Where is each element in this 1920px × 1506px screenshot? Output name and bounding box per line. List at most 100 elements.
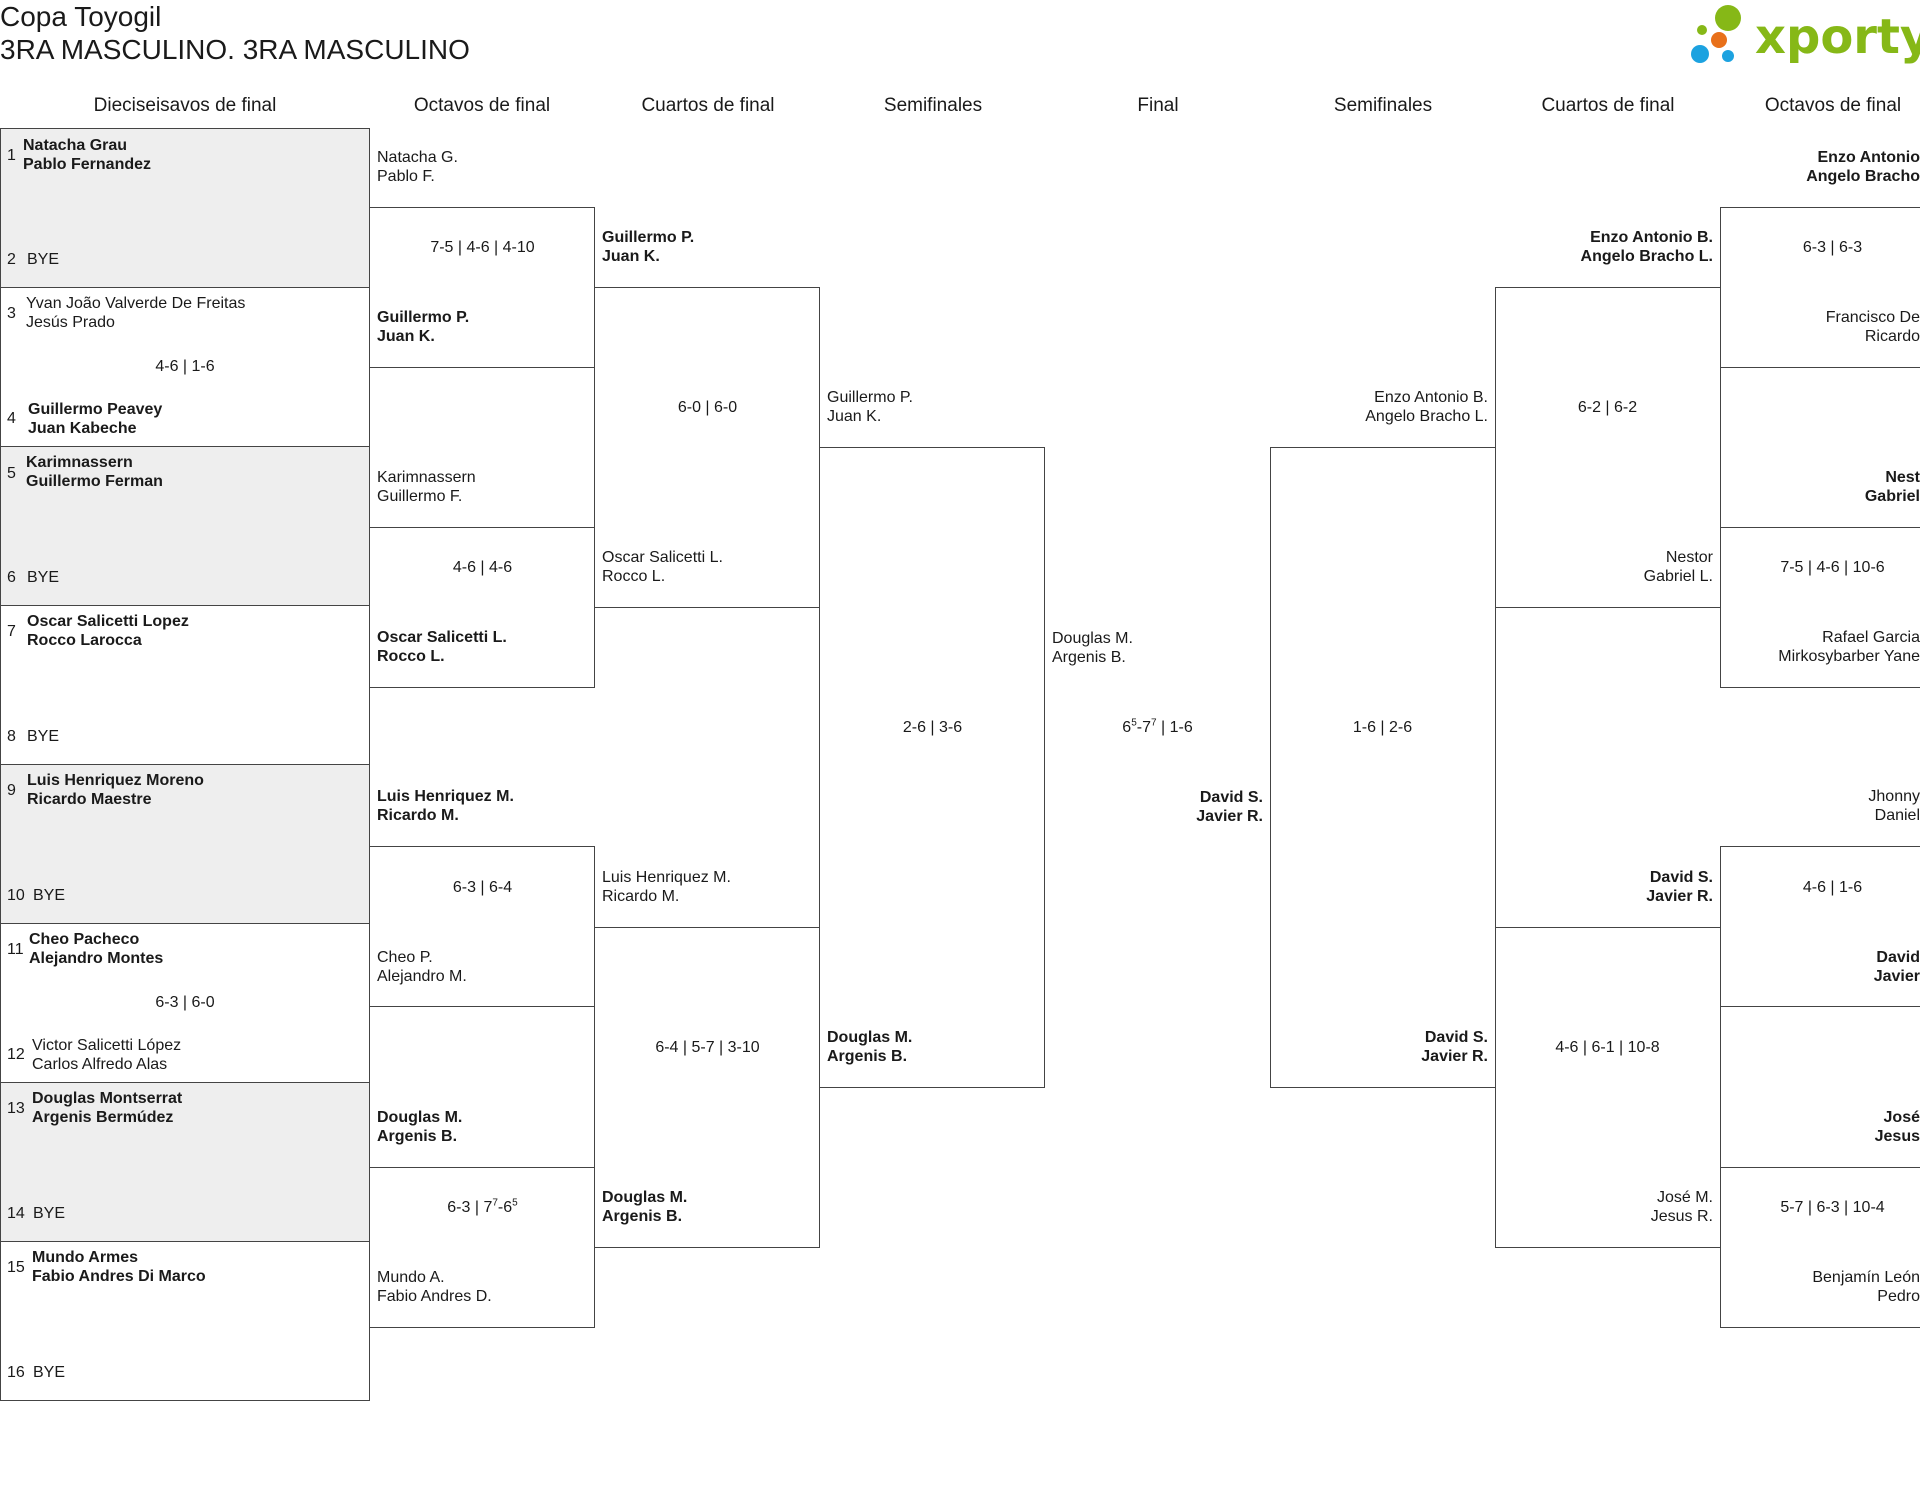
r16-player: José <box>1883 1109 1920 1126</box>
r16-player: Oscar Salicetti L. <box>377 629 507 646</box>
qf-player: Juan K. <box>602 248 660 265</box>
r16-player: Cheo P. <box>377 949 433 966</box>
r16-right-match-4 <box>1720 1167 1920 1328</box>
match-score: 7-5 | 4-6 | 4-10 <box>430 239 535 256</box>
qf-player: Angelo Bracho L. <box>1580 248 1713 265</box>
match-score: 6-4 | 5-7 | 3-10 <box>655 1039 760 1056</box>
r16-right-match-2 <box>1720 527 1920 688</box>
final-player: Javier R. <box>1196 808 1263 825</box>
r16-player: Juan K. <box>377 328 435 345</box>
match-score: 4-6 | 6-1 | 10-8 <box>1555 1039 1660 1056</box>
sf-player: Guillermo P. <box>827 389 913 406</box>
r16-player: Luis Henriquez M. <box>377 788 514 805</box>
r32-player: Oscar Salicetti Lopez <box>27 613 189 630</box>
qf-player: Jesus R. <box>1650 1208 1713 1225</box>
r32-player: Guillermo Peavey <box>28 401 163 418</box>
r16-right-match-3 <box>1720 846 1920 1007</box>
seed-number: 16 <box>7 1364 25 1381</box>
r32-player: BYE <box>27 251 60 268</box>
r16-right-match-1 <box>1720 207 1920 368</box>
r16-player: Pedro <box>1877 1288 1920 1305</box>
match-score: 6-3 | 6-3 <box>1802 239 1863 256</box>
r32-match-3 <box>0 446 370 606</box>
r32-player: Rocco Larocca <box>27 632 142 649</box>
r16-player: Nest <box>1885 469 1920 486</box>
sf-player: Argenis B. <box>827 1048 908 1065</box>
header-qf-left: Cuartos de final <box>641 95 775 116</box>
logo-text: xporty <box>1755 9 1920 65</box>
r16-player: Alejandro M. <box>377 968 467 985</box>
r16-player: Karimnassern <box>377 469 476 486</box>
qf-player: David S. <box>1649 869 1713 886</box>
match-score: 1-6 | 2-6 <box>1352 719 1413 736</box>
seed-number: 9 <box>7 782 16 799</box>
seed-number: 10 <box>7 887 25 904</box>
r32-player: Karimnassern <box>26 454 133 471</box>
r32-player: Cheo Pacheco <box>29 931 140 948</box>
qf-player: Enzo Antonio B. <box>1590 229 1713 246</box>
r16-player: Benjamín León <box>1812 1269 1920 1286</box>
sf-player: Javier R. <box>1421 1048 1488 1065</box>
seed-number: 8 <box>7 728 16 745</box>
r32-player: Yvan João Valverde De Freitas <box>26 295 246 312</box>
header-r16-right: Octavos de final <box>1764 95 1902 116</box>
tournament-title: Copa Toyogil <box>0 1 162 32</box>
r32-player: Mundo Armes <box>32 1249 139 1266</box>
match-score: 6-3 | 6-0 <box>155 994 215 1011</box>
final-player: David S. <box>1199 789 1263 806</box>
qf-player: Douglas M. <box>602 1189 688 1206</box>
r16-player: Jesus <box>1874 1128 1920 1145</box>
sf-player: Douglas M. <box>827 1029 913 1046</box>
r16-player: Ricardo <box>1864 328 1920 345</box>
seed-number: 15 <box>7 1259 25 1276</box>
r32-player: Juan Kabeche <box>28 420 137 437</box>
sf-player: Enzo Antonio B. <box>1374 389 1488 406</box>
r16-player: Ricardo M. <box>377 807 459 824</box>
r32-player: BYE <box>27 569 60 586</box>
xporty-logo[interactable]: xporty <box>1688 0 1920 70</box>
final-player: Douglas M. <box>1052 630 1133 647</box>
r16-player: Natacha G. <box>377 149 458 166</box>
r32-player: BYE <box>33 1205 66 1222</box>
sf-right-match <box>1270 447 1496 1088</box>
seed-number: 5 <box>7 465 16 482</box>
qf-player: Rocco L. <box>602 568 666 585</box>
r32-player: Pablo Fernandez <box>23 156 152 173</box>
match-score: 6-3 | 6-4 <box>452 879 513 896</box>
r16-left-match-3 <box>369 846 595 1007</box>
r16-player: Guillermo P. <box>377 309 470 326</box>
r32-player: Argenis Bermúdez <box>32 1109 174 1126</box>
seed-number: 12 <box>7 1046 25 1063</box>
r16-player: Javier <box>1873 968 1920 985</box>
seed-number: 2 <box>7 251 16 268</box>
final-player: Argenis B. <box>1052 649 1126 666</box>
r32-player: Jesús Prado <box>26 314 115 331</box>
qf-player: Argenis B. <box>602 1208 683 1225</box>
r16-player: Guillermo F. <box>377 488 463 505</box>
r16-player: Francisco De <box>1825 309 1920 326</box>
header-sf-left: Semifinales <box>883 95 983 116</box>
match-score: 6-0 | 6-0 <box>677 399 738 416</box>
match-score: 4-6 | 1-6 <box>155 358 215 375</box>
qf-player: José M. <box>1656 1189 1713 1206</box>
r32-player: Guillermo Ferman <box>26 473 163 490</box>
seed-number: 13 <box>7 1100 25 1117</box>
qf-player: Guillermo P. <box>602 229 695 246</box>
r32-player: Ricardo Maestre <box>27 791 152 808</box>
match-score: 4-6 | 4-6 <box>452 559 513 576</box>
qf-player: Ricardo M. <box>602 888 680 905</box>
header-sf-right: Semifinales <box>1333 95 1433 116</box>
r16-player: Enzo Antonio <box>1817 149 1920 166</box>
r16-player: Argenis B. <box>377 1128 458 1145</box>
r16-player: Angelo Bracho <box>1806 168 1920 185</box>
seed-number: 1 <box>7 147 16 164</box>
final-score: 65-77 | 1-6 <box>1122 717 1193 736</box>
seed-number: 4 <box>7 410 16 427</box>
match-score: 6-3 | 77-65 <box>447 1197 518 1216</box>
header-r32: Dieciseisavos de final <box>93 95 277 116</box>
seed-number: 14 <box>7 1205 25 1222</box>
seed-number: 7 <box>7 623 16 640</box>
r16-player: Gabriel <box>1864 488 1920 505</box>
sf-player: Juan K. <box>827 408 882 425</box>
r32-player: BYE <box>27 728 60 745</box>
